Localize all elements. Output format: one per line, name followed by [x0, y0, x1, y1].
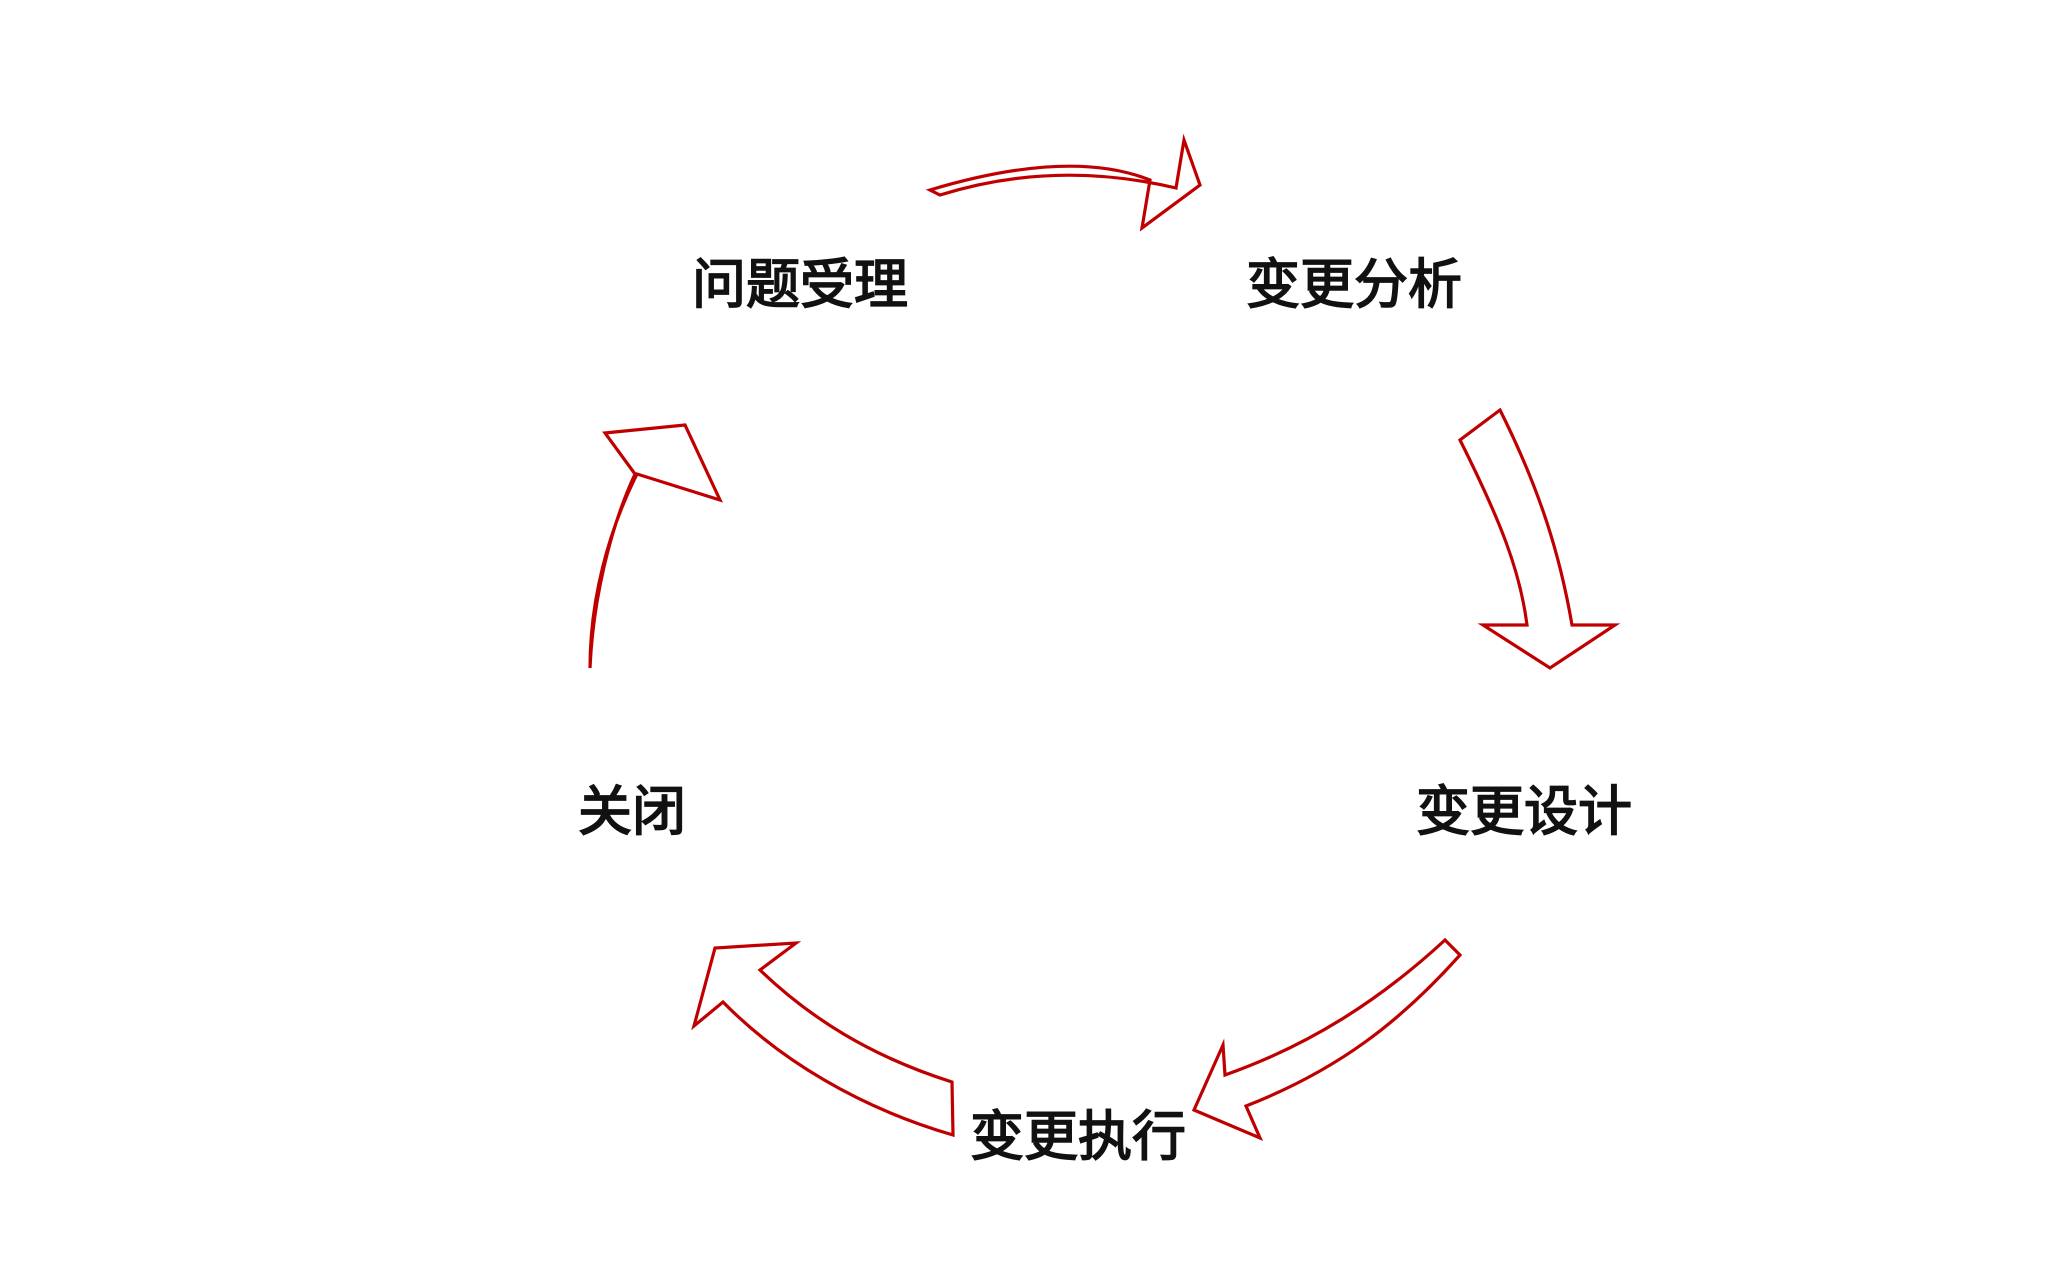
arrow-analysis-to-design-icon	[1457, 407, 1621, 670]
arrow-close-to-accept-icon	[588, 423, 723, 669]
arrow-design-to-execute-icon	[1191, 937, 1463, 1142]
arrows-group	[588, 133, 1621, 1142]
labels-group: 问题受理 变更分析 变更设计 变更执行 关闭	[578, 253, 1632, 1168]
arrow-accept-to-analysis-icon	[925, 133, 1202, 232]
step-label-close: 关闭	[578, 780, 686, 843]
step-label-design: 变更设计	[1416, 780, 1632, 843]
step-label-accept: 问题受理	[692, 253, 908, 316]
step-label-analysis: 变更分析	[1246, 253, 1462, 316]
arrow-execute-to-close-icon	[691, 941, 955, 1138]
step-label-execute: 变更执行	[970, 1105, 1186, 1168]
